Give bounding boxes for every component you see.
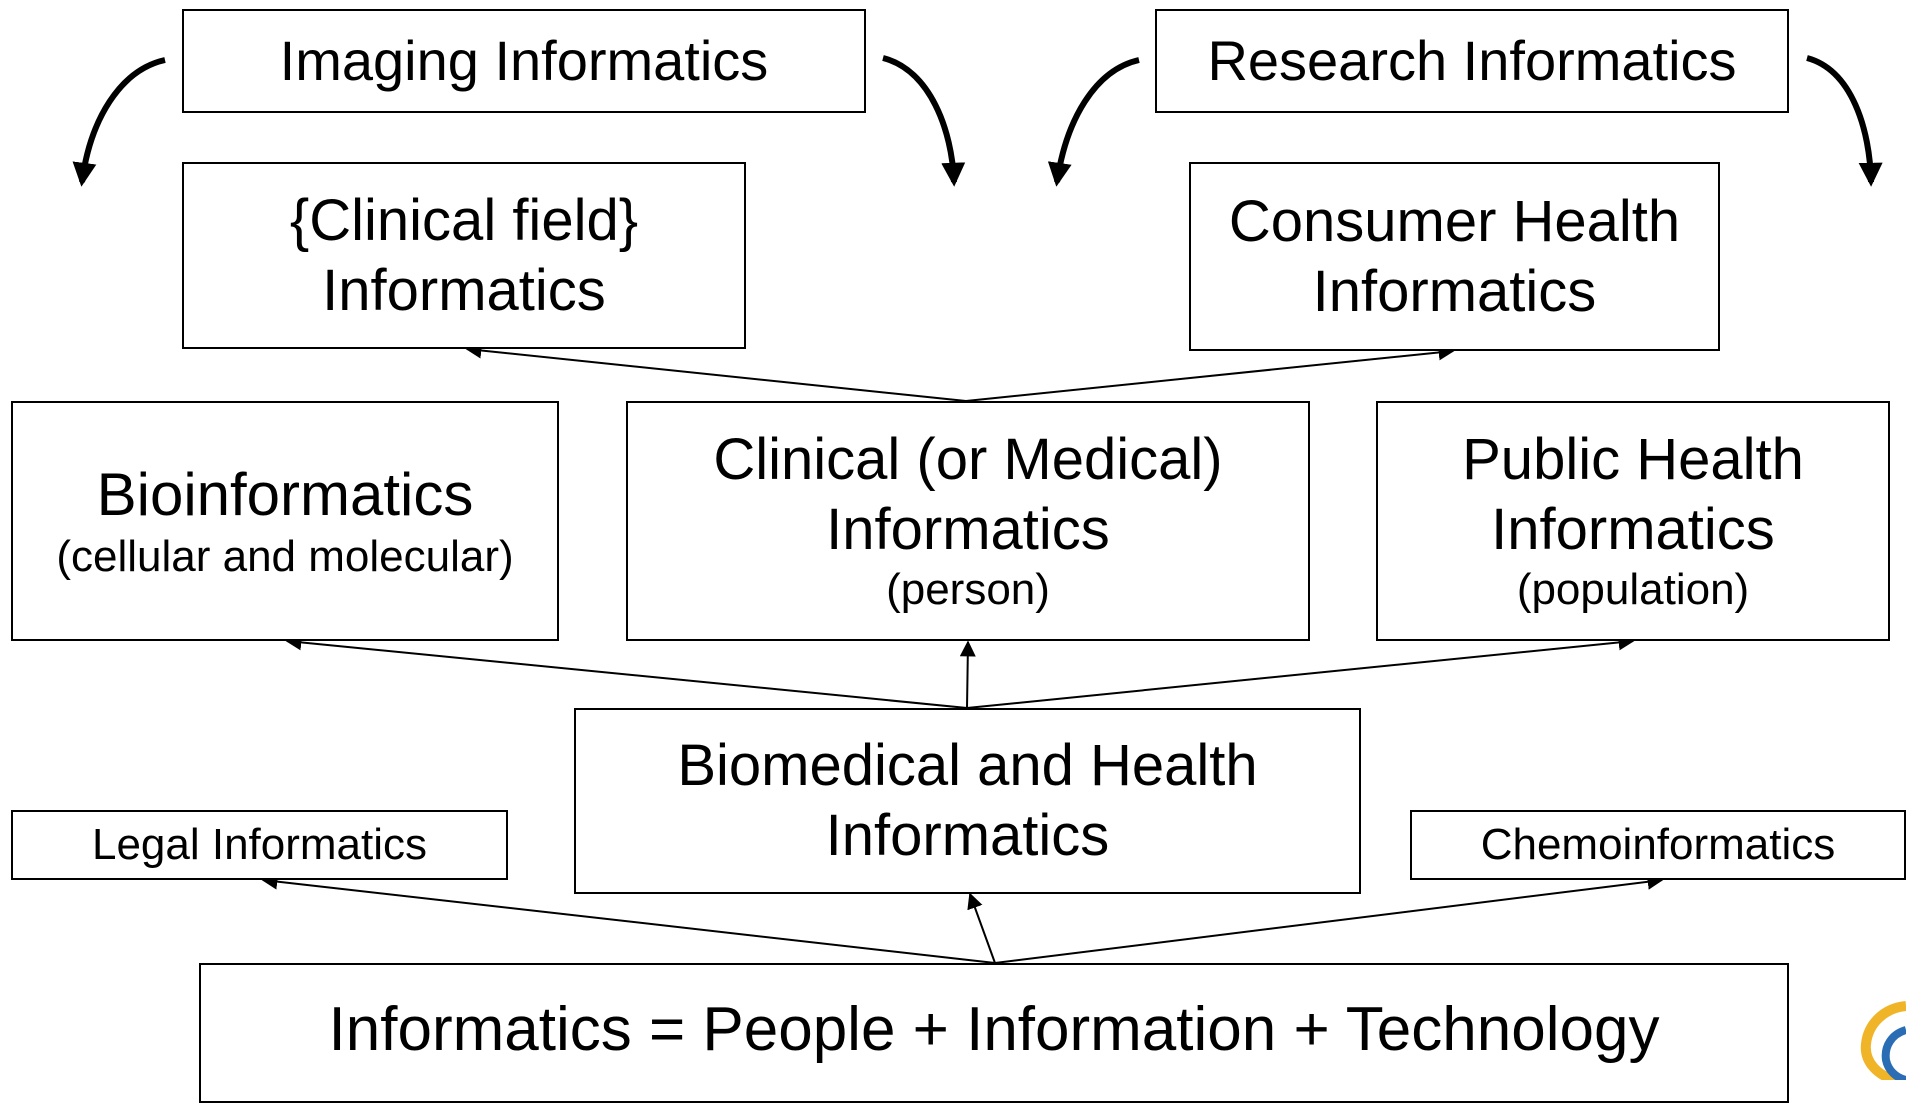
research-informatics-box: Research Informatics bbox=[1155, 9, 1789, 113]
connector-arrows bbox=[72, 55, 1883, 964]
arrow-base-to-biomedical bbox=[967, 892, 996, 964]
bioinformatics-subtitle: (cellular and molecular) bbox=[56, 531, 514, 581]
arrow-biomedical-to-public-health bbox=[966, 634, 1635, 709]
curved-arrow-research-right bbox=[1806, 55, 1883, 187]
legal-informatics-box: Legal Informatics bbox=[11, 810, 508, 880]
informatics-definition-text: Informatics = People + Information + Tec… bbox=[328, 995, 1660, 1064]
bioinformatics-title: Bioinformatics bbox=[96, 460, 474, 528]
clinical-medical-line2: Informatics bbox=[826, 496, 1110, 562]
chemoinformatics-label: Chemoinformatics bbox=[1480, 819, 1836, 869]
clinical-medical-subtitle: (person) bbox=[886, 565, 1050, 615]
clinical-medical-informatics-box: Clinical (or Medical) Informatics (perso… bbox=[626, 401, 1310, 641]
arrow-clinical-to-consumer bbox=[965, 344, 1455, 402]
clinical-field-line2: Informatics bbox=[322, 257, 606, 323]
imaging-informatics-label: Imaging Informatics bbox=[279, 29, 769, 93]
imaging-informatics-box: Imaging Informatics bbox=[182, 9, 866, 113]
arrow-biomedical-to-bioinformatics bbox=[285, 634, 968, 709]
research-informatics-label: Research Informatics bbox=[1207, 29, 1737, 93]
clinical-field-line1: {Clinical field} bbox=[289, 187, 639, 253]
arrow-base-to-chemo bbox=[994, 873, 1664, 964]
biomedical-line1: Biomedical and Health bbox=[677, 733, 1258, 799]
public-health-subtitle: (population) bbox=[1516, 565, 1750, 615]
consumer-health-line2: Informatics bbox=[1312, 258, 1597, 324]
clinical-medical-line1: Clinical (or Medical) bbox=[713, 427, 1223, 492]
curved-arrow-imaging-right bbox=[882, 55, 966, 187]
legal-informatics-label: Legal Informatics bbox=[91, 819, 428, 869]
biomedical-health-informatics-box: Biomedical and Health Informatics bbox=[574, 708, 1361, 894]
informatics-definition-box: Informatics = People + Information + Tec… bbox=[199, 963, 1789, 1103]
public-health-informatics-box: Public Health Informatics (population) bbox=[1376, 401, 1890, 641]
public-health-line1: Public Health bbox=[1462, 427, 1804, 492]
curved-arrow-imaging-left bbox=[72, 57, 166, 187]
bioinformatics-box: Bioinformatics (cellular and molecular) bbox=[11, 401, 559, 641]
arrow-biomedical-to-clinical bbox=[959, 640, 976, 709]
arrow-base-to-legal bbox=[261, 873, 996, 964]
chemoinformatics-box: Chemoinformatics bbox=[1410, 810, 1906, 880]
dna-helix-icon bbox=[1860, 1001, 1906, 1080]
consumer-health-line1: Consumer Health bbox=[1228, 188, 1681, 254]
biomedical-line2: Informatics bbox=[825, 803, 1110, 868]
clinical-field-informatics-box: {Clinical field} Informatics bbox=[182, 162, 746, 349]
curved-arrow-research-left bbox=[1047, 57, 1140, 187]
public-health-line2: Informatics bbox=[1491, 496, 1775, 562]
consumer-health-informatics-box: Consumer Health Informatics bbox=[1189, 162, 1720, 351]
arrow-clinical-to-clinical-field bbox=[465, 342, 967, 402]
